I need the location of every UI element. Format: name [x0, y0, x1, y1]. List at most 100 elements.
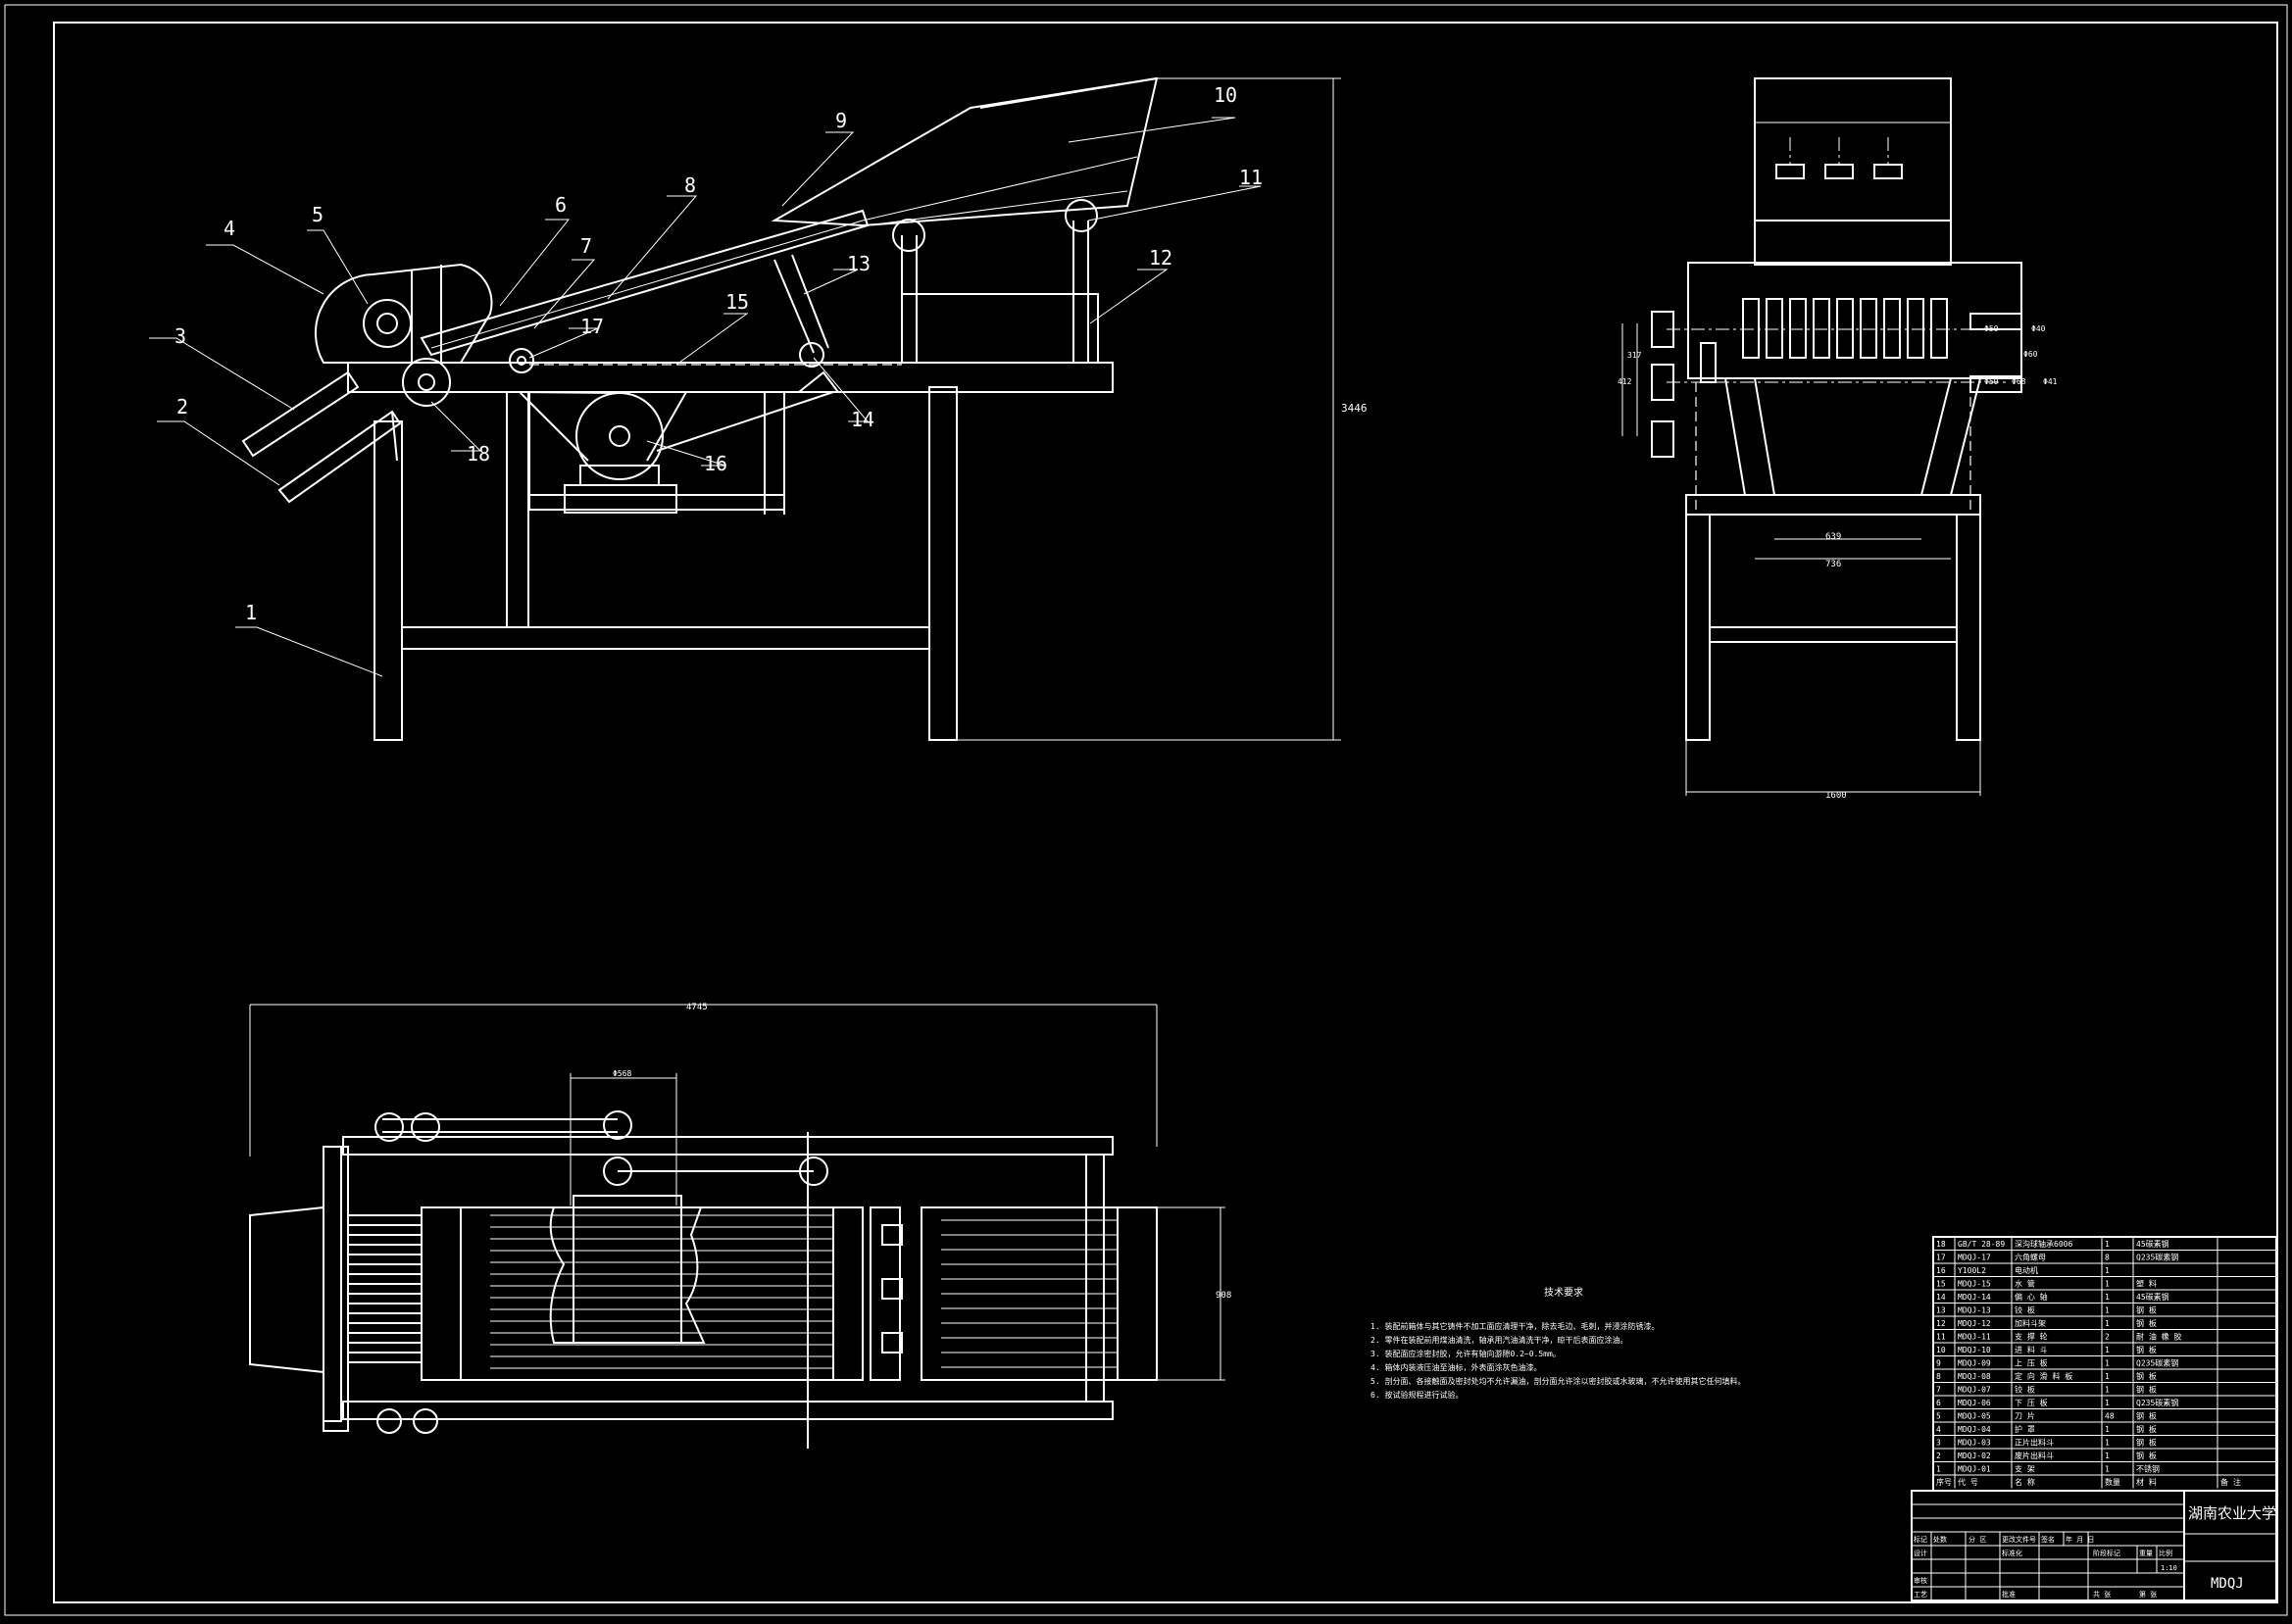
- tech-item-6: 6. 按试验规程进行试验。: [1370, 1390, 1463, 1400]
- tb-sheet: 第 张: [2139, 1590, 2157, 1599]
- bom-row-name: 进 料 斗: [2015, 1345, 2048, 1354]
- bom-row-qty: 8: [2105, 1254, 2110, 1262]
- tb-review: 审核: [1914, 1576, 1927, 1585]
- tb-sign: 签名: [2041, 1535, 2055, 1544]
- tb-scale: 1:10: [2161, 1564, 2177, 1572]
- bom-row-name: 护 罩: [2015, 1424, 2035, 1434]
- bom-row-no: 9: [1936, 1359, 1941, 1368]
- balloon-3: 3: [174, 324, 186, 348]
- bom-row-name: 定 向 滑 料 板: [2015, 1371, 2072, 1381]
- dim-front-shaft3b: Φ68: [2012, 377, 2026, 386]
- bom-row-no: 2: [1936, 1452, 1941, 1460]
- bom-row-mat: 钢 板: [2136, 1438, 2157, 1448]
- bom-header-code: 代 号: [1958, 1477, 1978, 1487]
- bom-row-no: 3: [1936, 1439, 1941, 1448]
- bom-row-code: MDQJ-07: [1958, 1386, 1991, 1395]
- bom-row-name: 刀 片: [2015, 1411, 2035, 1421]
- tech-item-4: 4. 箱体内装液压油至油标，外表面涂灰色油漆。: [1370, 1362, 1541, 1372]
- balloon-1: 1: [245, 601, 257, 624]
- tb-docno: 更改文件号: [2002, 1535, 2036, 1544]
- bom-row-qty: 1: [2105, 1293, 2110, 1302]
- bom-row-code: MDQJ-12: [1958, 1319, 1991, 1328]
- dim-top-motor: Φ568: [613, 1069, 631, 1078]
- bom-row-code: MDQJ-15: [1958, 1280, 1991, 1289]
- tech-item-3: 3. 装配面应涂密封胶，允许有轴向游隙0.2~0.5mm。: [1370, 1349, 1561, 1358]
- bom-row-no: 8: [1936, 1372, 1941, 1381]
- bom-row-no: 5: [1936, 1412, 1941, 1421]
- bom-row-mat: 钢 板: [2136, 1451, 2157, 1460]
- balloon-5: 5: [312, 203, 324, 226]
- bom-row-qty: 1: [2105, 1280, 2110, 1289]
- tb-approve: 批准: [2002, 1590, 2016, 1599]
- bom-row-qty: 1: [2105, 1346, 2110, 1354]
- balloon-14: 14: [851, 408, 874, 431]
- bom-row-no: 14: [1936, 1293, 1946, 1302]
- bom-row-name: 支 架: [2015, 1464, 2035, 1474]
- outer-border: [4, 4, 2288, 1616]
- bom-row-no: 12: [1936, 1319, 1946, 1328]
- balloon-17: 17: [580, 315, 604, 338]
- bom-row-code: MDQJ-14: [1958, 1293, 1991, 1302]
- bom-row-name: 正片出料斗: [2015, 1438, 2054, 1448]
- tb-date: 年 月 日: [2066, 1535, 2094, 1544]
- dim-front-shaft3: Φ50: [1984, 377, 1999, 386]
- bom-row-name: 偏 心 轴: [2015, 1292, 2048, 1302]
- bom-row-code: MDQJ-13: [1958, 1306, 1991, 1315]
- bom-row-code: GB/T 28-89: [1958, 1240, 2005, 1249]
- bom-header-qty: 数量: [2105, 1477, 2120, 1487]
- top-blade-row: [347, 1214, 423, 1363]
- bom-row-qty: 1: [2105, 1359, 2110, 1368]
- balloon-2: 2: [176, 395, 188, 418]
- bom-row-code: MDQJ-04: [1958, 1425, 1991, 1434]
- bom-row-code: MDQJ-08: [1958, 1372, 1991, 1381]
- school-name: 湖南农业大学: [2188, 1504, 2276, 1522]
- dim-top-width: 908: [1216, 1291, 1231, 1301]
- bom-row-code: Y100L2: [1958, 1266, 1986, 1275]
- balloon-9: 9: [835, 109, 847, 132]
- bom-header-note: 备 注: [2220, 1477, 2241, 1487]
- bom-row-code: MDQJ-06: [1958, 1399, 1991, 1407]
- tb-zone: 分 区: [1968, 1535, 1986, 1544]
- balloon-4: 4: [224, 217, 235, 240]
- dim-front-h2: 412: [1618, 377, 1632, 386]
- drawing-number: MDQJ: [2211, 1576, 2244, 1592]
- balloon-11: 11: [1239, 166, 1263, 189]
- bom-row-mat: 钢 板: [2136, 1318, 2157, 1328]
- blade-stack: [1742, 298, 1948, 359]
- bom-header-no: 序号: [1936, 1477, 1952, 1487]
- bom-row-qty: 1: [2105, 1266, 2110, 1275]
- bom-row-code: MDQJ-17: [1958, 1254, 1991, 1262]
- bom-row-no: 10: [1936, 1346, 1946, 1354]
- inner-border: [53, 22, 2278, 1603]
- dim-front-width: 1600: [1825, 791, 1847, 801]
- bom-row-mat: 钢 板: [2136, 1411, 2157, 1421]
- bom-row-no: 4: [1936, 1425, 1941, 1434]
- bom-row-name: 水 管: [2015, 1279, 2035, 1289]
- tb-design: 设计: [1914, 1549, 1927, 1557]
- bom-row-no: 17: [1936, 1254, 1946, 1262]
- balloon-8: 8: [684, 173, 696, 197]
- tech-requirements: 技术要求 1. 装配前箱体与其它铸件不加工面应清理干净，除去毛边、毛刺，并浸涂防…: [1370, 1286, 1745, 1400]
- bom-row-name: 支 撑 轮: [2015, 1332, 2048, 1342]
- bom-header-mat: 材 料: [2136, 1477, 2157, 1487]
- bom-row-mat: Q235碳素钢: [2136, 1253, 2178, 1262]
- bom-row-mat: 钢 板: [2136, 1385, 2157, 1395]
- bom-row-mat: 钢 板: [2136, 1305, 2157, 1315]
- bom-row-name: 六角螺母: [2015, 1253, 2046, 1262]
- bom-row-no: 1: [1936, 1465, 1941, 1474]
- bom-row-name: 铰 板: [2015, 1305, 2035, 1315]
- tb-mark: 标记: [1914, 1535, 1927, 1544]
- drum-lines: [490, 1214, 1118, 1369]
- bom-row-qty: 1: [2105, 1372, 2110, 1381]
- tb-weight: 重量: [2139, 1550, 2153, 1557]
- top-view: 4745 Φ568: [249, 1003, 1231, 1449]
- bom-row-name: 电动机: [2015, 1265, 2038, 1275]
- bom-row-no: 6: [1936, 1399, 1941, 1407]
- bom-row-mat: 钢 板: [2136, 1371, 2157, 1381]
- bom-row-qty: 1: [2105, 1319, 2110, 1328]
- bom-row-code: MDQJ-09: [1958, 1359, 1991, 1368]
- tech-item-1: 1. 装配前箱体与其它铸件不加工面应清理干净，除去毛边、毛刺，并浸涂防锈漆。: [1370, 1321, 1659, 1331]
- bom-row-qty: 2: [2105, 1333, 2110, 1342]
- dim-front-shaft1b: Φ40: [2031, 324, 2046, 333]
